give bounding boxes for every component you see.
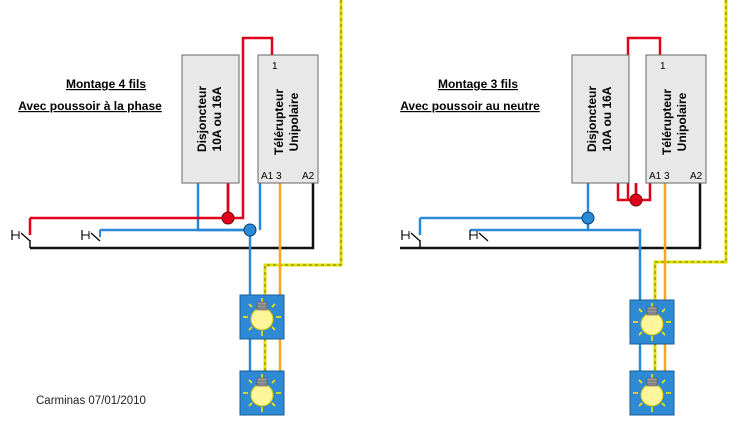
- title-right: Montage 3 fils: [438, 77, 518, 91]
- relay-terminal-a1-right: A1: [649, 171, 662, 182]
- relay-terminal-a2-left: A2: [302, 171, 315, 182]
- pushbutton-1-left: [11, 229, 31, 242]
- relay-terminal-3-left: 3: [276, 171, 282, 182]
- pushbutton-1-right: [401, 229, 421, 242]
- relay-terminal-a2-right: A2: [690, 171, 703, 182]
- pushbutton-2-right: [469, 229, 489, 242]
- junction-blue-right: [581, 211, 595, 225]
- breaker-box-right: [571, 54, 630, 184]
- title-left: Montage 4 fils: [66, 77, 146, 91]
- neutral-wire-right: [418, 183, 642, 390]
- subtitle-left: Avec poussoir à la phase: [18, 99, 162, 113]
- relay-terminal-a1-left: A1: [261, 171, 274, 182]
- lamp-1-right: [629, 299, 675, 345]
- breaker-label-1-right: Disjoncteur: [585, 86, 599, 152]
- breaker-label-2-right: 10A ou 16A: [600, 86, 614, 151]
- relay-label-1-right: Télérupteur: [660, 89, 674, 155]
- breaker-box-left: [181, 54, 240, 184]
- relay-terminal-1-left: 1: [272, 61, 278, 72]
- relay-box-left: [257, 54, 319, 184]
- diagram-left: Disjoncteur 10A ou 16A Télérupteur Unipo…: [11, 0, 343, 416]
- lamp-2-right: [629, 370, 675, 416]
- lamp-1-left: [239, 294, 285, 340]
- relay-label-1-left: Télérupteur: [272, 89, 286, 155]
- relay-label-2-right: Unipolaire: [675, 92, 689, 151]
- credit-label: Carminas 07/01/2010: [36, 395, 146, 407]
- junction-blue-left: [243, 223, 257, 237]
- neutral-wire-left: [100, 183, 262, 390]
- black-wire-right: [400, 183, 702, 250]
- lamp-2-left: [239, 370, 285, 416]
- subtitle-right: Avec poussoir au neutre: [400, 99, 540, 113]
- breaker-label-2-left: 10A ou 16A: [210, 86, 224, 151]
- junction-red-left: [221, 211, 235, 225]
- relay-terminal-1-right: 1: [660, 61, 666, 72]
- relay-terminal-3-right: 3: [664, 171, 670, 182]
- pushbutton-2-left: [81, 229, 101, 242]
- diagram-right: Disjoncteur 10A ou 16A Télérupteur Unipo…: [400, 0, 728, 416]
- relay-label-2-left: Unipolaire: [287, 92, 301, 151]
- breaker-label-1-left: Disjoncteur: [195, 86, 209, 152]
- black-wire-left: [30, 183, 315, 250]
- relay-box-right: [645, 54, 707, 184]
- junction-red-right: [629, 193, 643, 207]
